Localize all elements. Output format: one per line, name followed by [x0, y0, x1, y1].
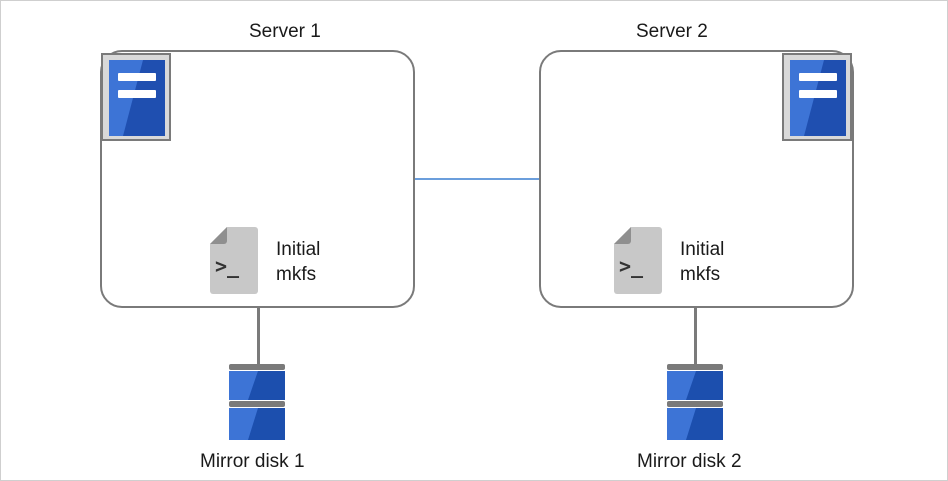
script-label-line1: Initial — [680, 239, 725, 260]
server-2-icon-frame — [782, 53, 852, 141]
script-glyph: >_ — [215, 254, 240, 278]
server-1-icon-frame — [101, 53, 171, 141]
interconnect-link — [415, 178, 540, 180]
terminal-script-icon: >_ — [614, 227, 662, 294]
server-icon — [790, 60, 846, 136]
server-2-title: Server 2 — [636, 21, 708, 42]
terminal-script-icon: >_ — [210, 227, 258, 294]
server-2-script-label: Initial mkfs — [680, 237, 724, 287]
script-glyph: >_ — [619, 254, 644, 278]
script-label-line2: mkfs — [276, 264, 317, 285]
server-1-disk-connector — [257, 308, 260, 364]
server-2-disk-connector — [694, 308, 697, 364]
mirror-disk-2-label: Mirror disk 2 — [637, 451, 742, 472]
server-1-title: Server 1 — [249, 21, 321, 42]
script-label-line1: Initial — [276, 239, 321, 260]
mirror-disk-1-label: Mirror disk 1 — [200, 451, 305, 472]
script-label-line2: mkfs — [680, 264, 721, 285]
server-icon — [109, 60, 165, 136]
server-1-script-label: Initial mkfs — [276, 237, 320, 287]
disk-icon — [667, 364, 723, 440]
disk-icon — [229, 364, 285, 440]
